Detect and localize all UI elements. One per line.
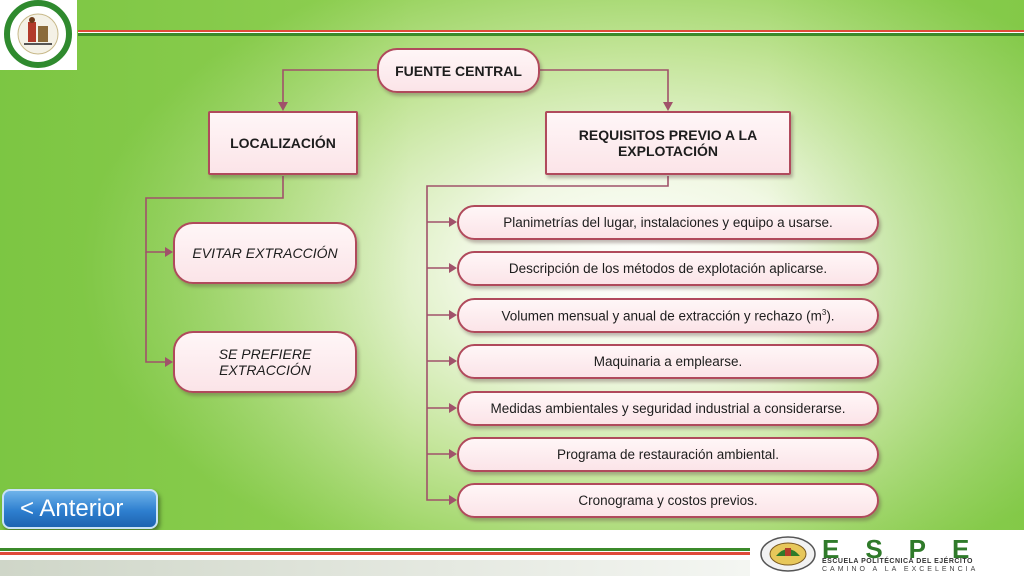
requisito-item-label: Maquinaria a emplearse. <box>593 354 743 369</box>
requisitos-node: REQUISITOS PREVIO A LA EXPLOTACIÓN <box>545 111 791 175</box>
espe-logo: ESPE ESCUELA POLITÉCNICA DEL EJÉRCITO CA… <box>752 530 1024 576</box>
footer-stripe <box>0 548 750 555</box>
espe-motto: CAMINO A LA EXCELENCIA <box>822 566 979 573</box>
evitar-extraccion-node: EVITAR EXTRACCIÓN <box>173 222 357 284</box>
se-prefiere-extraccion-node: SE PREFIERE EXTRACCIÓN <box>173 331 357 393</box>
ingenieria-civil-emblem-icon <box>4 0 72 68</box>
requisito-item-label: Programa de restauración ambiental. <box>556 447 780 462</box>
requisito-item-label: Descripción de los métodos de explotació… <box>508 261 828 276</box>
requisito-item-label: Cronograma y costos previos. <box>578 493 758 508</box>
requisito-item: Cronograma y costos previos. <box>457 483 879 518</box>
requisitos-label: REQUISITOS PREVIO A LA EXPLOTACIÓN <box>578 127 758 159</box>
requisito-item: Medidas ambientales y seguridad industri… <box>457 391 879 426</box>
diagram-connectors <box>145 69 673 505</box>
requisito-item: Descripción de los métodos de explotació… <box>457 251 879 286</box>
header-stripe <box>78 30 1024 36</box>
anterior-button[interactable]: < Anterior <box>2 489 158 529</box>
espe-name: ESCUELA POLITÉCNICA DEL EJÉRCITO <box>822 558 973 565</box>
localizacion-label: LOCALIZACIÓN <box>230 135 336 151</box>
requisito-item: Maquinaria a emplearse. <box>457 344 879 379</box>
ingenieria-civil-logo <box>0 0 77 70</box>
anterior-button-label: < Anterior <box>20 495 124 522</box>
root-node: FUENTE CENTRAL <box>377 48 540 93</box>
requisito-item: Programa de restauración ambiental. <box>457 437 879 472</box>
requisito-item-label: Medidas ambientales y seguridad industri… <box>490 401 846 416</box>
root-node-label: FUENTE CENTRAL <box>395 62 522 79</box>
requisito-item: Volumen mensual y anual de extracción y … <box>457 298 879 333</box>
localizacion-node: LOCALIZACIÓN <box>208 111 358 175</box>
volumen-superscript: 3 <box>821 307 827 317</box>
volumen-text: Volumen mensual y anual de extracción y … <box>501 308 822 324</box>
requisito-item-label: Volumen mensual y anual de extracción y … <box>501 308 834 324</box>
se-prefiere-extraccion-label: SE PREFIERE EXTRACCIÓN <box>218 346 312 378</box>
espe-seal-icon <box>760 536 816 572</box>
volumen-tail: ). <box>826 308 835 324</box>
footer-shade <box>0 560 750 576</box>
espe-letters: ESPE <box>822 534 996 564</box>
evitar-extraccion-label: EVITAR EXTRACCIÓN <box>192 245 338 261</box>
requisito-item-label: Planimetrías del lugar, instalaciones y … <box>503 215 833 230</box>
requisito-item: Planimetrías del lugar, instalaciones y … <box>457 205 879 240</box>
